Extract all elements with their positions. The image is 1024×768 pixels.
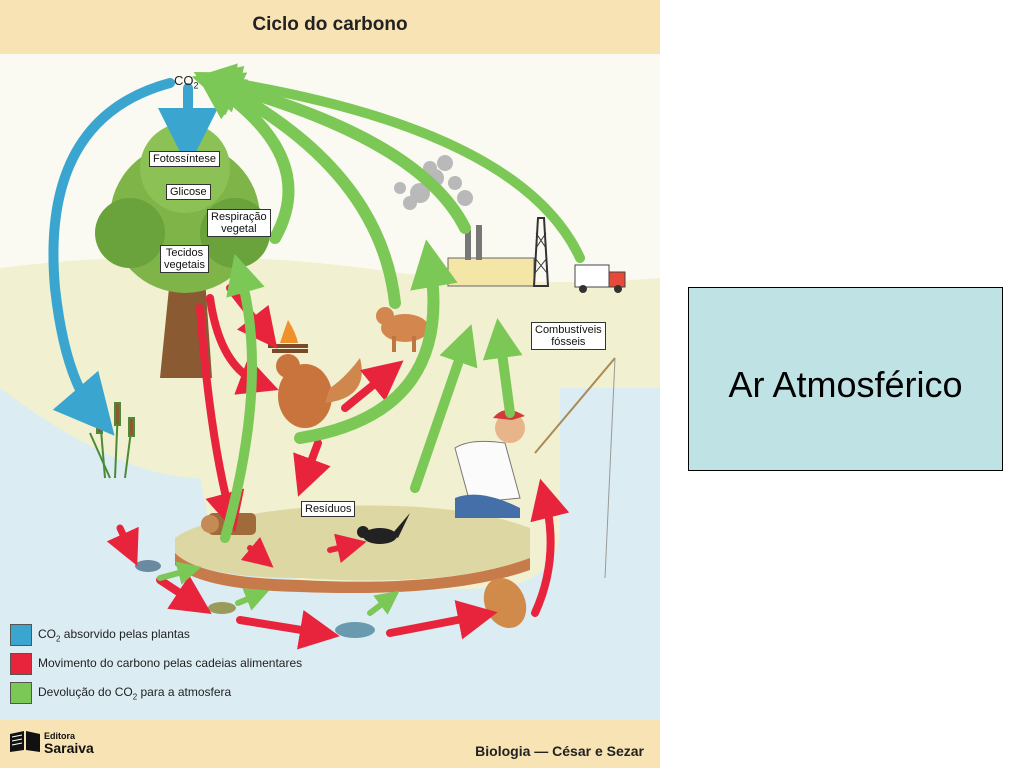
campfire (268, 320, 308, 353)
label-plant-tissues-line1: Tecidos (165, 247, 204, 259)
publisher-name: Saraiva (44, 740, 94, 756)
atmospheric-air-box: Ar Atmosférico (688, 287, 1003, 471)
label-plant-tissues: Tecidos vegetais (160, 245, 209, 273)
squirrel (276, 354, 362, 428)
legend-item-food-chain: Movimento do carbono pelas cadeias alime… (10, 653, 340, 675)
label-glucose: Glicose (166, 184, 211, 200)
label-plant-tissues-line2: vegetais (164, 259, 205, 271)
atmospheric-air-label: Ar Atmosférico (728, 364, 963, 405)
fisherman (454, 357, 616, 579)
figure-title: Ciclo do carbono (252, 14, 408, 35)
co2-base: CO (174, 73, 194, 88)
smoke (394, 155, 473, 210)
title-band (0, 0, 660, 54)
blue-arrows (48, 78, 218, 436)
carbon-cycle-figure: Ciclo do carbono (0, 0, 660, 768)
legend-item-co2-return: Devolução do CO2 para a atmosfera (10, 682, 340, 704)
label-plant-respiration: Respiração vegetal (207, 209, 271, 237)
book-credit: Biologia — César e Sezar (475, 743, 644, 759)
label-photosynthesis: Fotossíntese (149, 151, 220, 167)
legend-text: Movimento do carbono pelas cadeias alime… (38, 656, 303, 670)
label-plant-respiration-line1: Respiração (211, 211, 267, 223)
saraiva-book-logo (10, 731, 40, 752)
legend-text: CO2 absorvido pelas plantas (38, 627, 190, 644)
label-fossil-fuels-line2: fósseis (551, 336, 586, 348)
green-arrows (157, 63, 585, 616)
legend-swatch-blue (10, 624, 32, 646)
legend-swatch-green (10, 682, 32, 704)
label-fossil-fuels-line1: Combustíveis (535, 324, 602, 336)
legend-item-co2-absorbed: CO2 absorvido pelas plantas (10, 624, 340, 646)
footer-band (0, 720, 660, 768)
truck (574, 264, 626, 293)
publisher-label: Editora (44, 731, 76, 741)
label-fossil-fuels: Combustíveis fósseis (531, 322, 606, 350)
label-plant-respiration-line2: vegetal (221, 223, 257, 235)
label-residues: Resíduos (301, 501, 356, 517)
legend-text: Devolução do CO2 para a atmosfera (38, 685, 232, 702)
fox (376, 307, 429, 352)
co2-sub: 2 (193, 80, 199, 91)
co2-label: CO2 (174, 73, 199, 91)
carbon-cycle-illustration (0, 63, 660, 720)
legend-swatch-red (10, 653, 32, 675)
